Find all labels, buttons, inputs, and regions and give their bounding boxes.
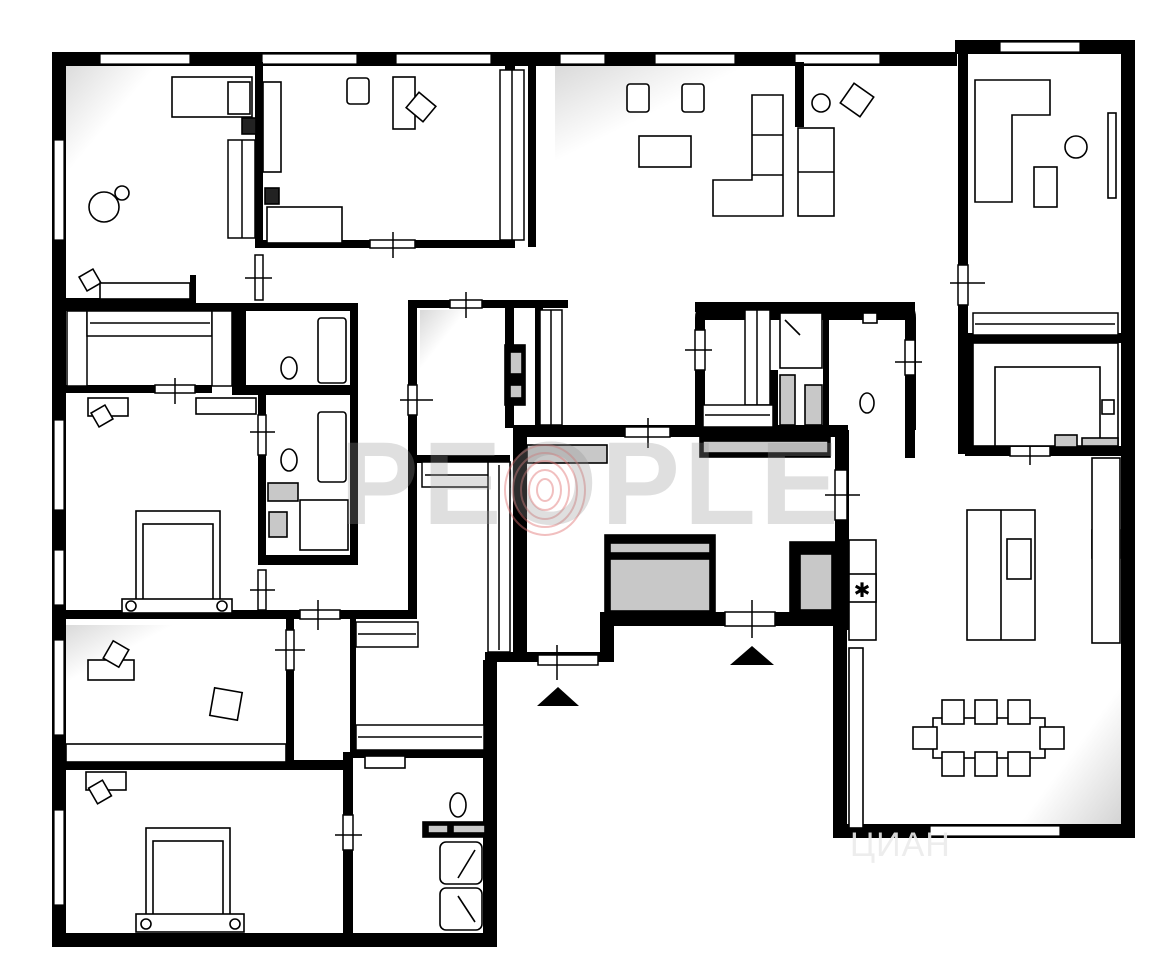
toilet-south [449,792,467,818]
armchair-nw [77,267,103,293]
doors [154,232,1051,851]
armchair-living-2 [681,83,705,113]
toilet-west-2 [280,448,298,472]
shower-south-1 [439,841,483,885]
bed-study [266,206,343,244]
chair-study [405,91,437,123]
toilet-center [859,392,875,414]
armchair-living-3 [839,82,875,118]
round-table-living [811,93,831,113]
coffee-table-living [638,135,692,168]
chair-master [89,403,115,429]
shower-south-2 [439,887,483,931]
entrance-markers [537,646,774,706]
corner-sofa-lounge [974,79,1051,203]
windows [53,41,1081,906]
bathtub-west-2 [317,411,347,483]
fridge [848,573,877,603]
round-table-lounge [1064,135,1088,159]
armchair-study [346,77,370,105]
bathtub-west-1 [317,317,347,384]
armchair-living-1 [626,83,650,113]
chair-office [102,639,130,669]
armchair-office [208,686,244,722]
corner-sofa-living [712,94,784,217]
furniture: ✱ [65,76,1121,933]
entrance-right-arrow [730,646,774,665]
svg-text:✱: ✱ [854,578,871,602]
coffee-table-lounge [1033,166,1058,208]
kitchen-sink [1006,538,1032,580]
wardrobes [66,69,1119,751]
tv-lounge [1107,112,1117,199]
toilet-west-1 [280,356,298,380]
chair-bedroom-sw [87,779,113,805]
round-table-nw [88,191,120,223]
entrance-left-arrow [537,687,579,706]
